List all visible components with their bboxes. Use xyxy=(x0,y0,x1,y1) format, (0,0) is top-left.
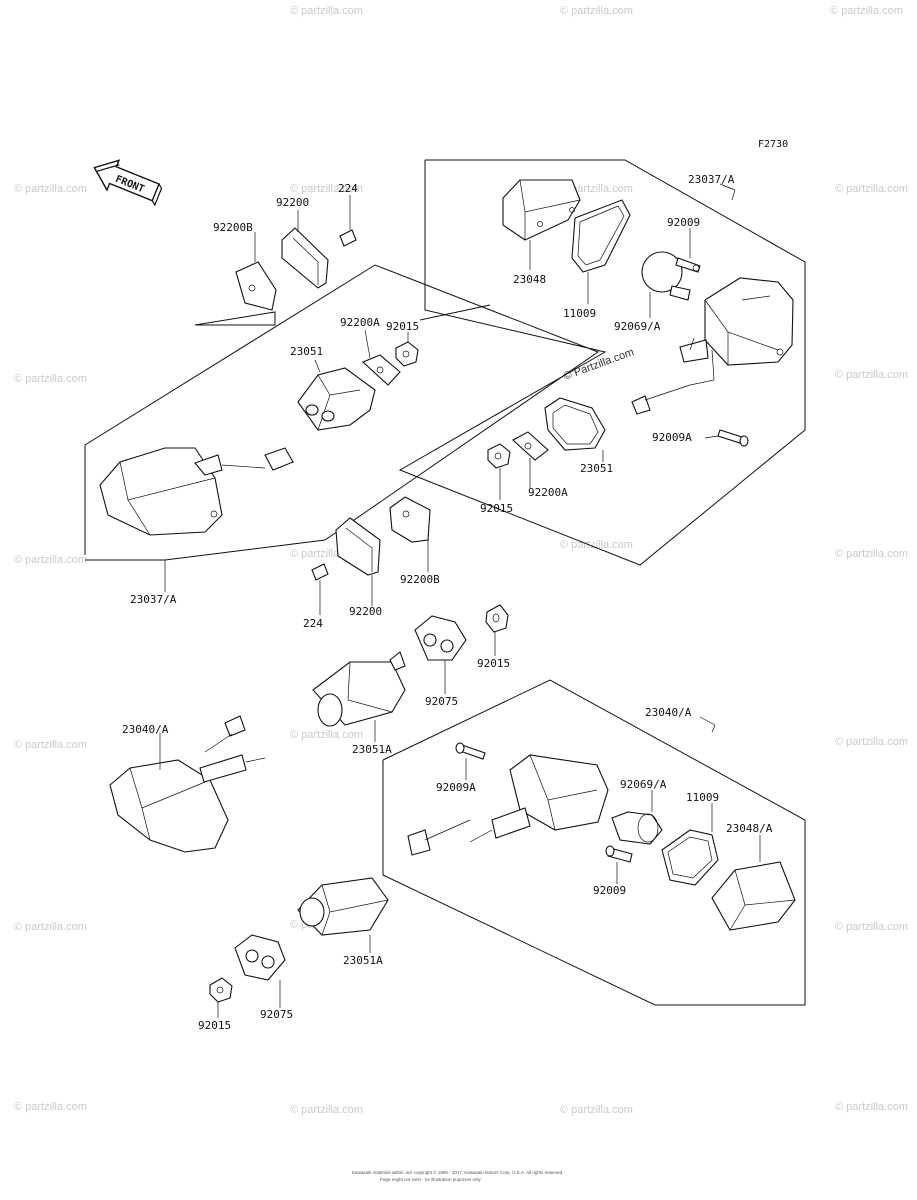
watermark: © partzilla.com xyxy=(835,921,908,933)
label-11009: 11009 xyxy=(563,307,596,320)
watermark: © partzilla.com xyxy=(14,921,87,933)
watermark: © partzilla.com xyxy=(835,548,908,560)
watermark: © partzilla.com xyxy=(560,539,633,551)
label-92009: 92009 xyxy=(667,216,700,229)
plate-92200A-left xyxy=(361,354,401,386)
label-92069A: 92069/A xyxy=(620,778,667,791)
watermark: © partzilla.com xyxy=(830,5,903,17)
watermark: © partzilla.com xyxy=(835,369,908,381)
watermark: © partzilla.com xyxy=(14,1101,87,1113)
screw-92009-lower xyxy=(605,845,633,863)
label-23037A: 23037/A xyxy=(130,593,177,606)
bracket-92200B-mid xyxy=(389,496,431,543)
watermark: © partzilla.com xyxy=(290,1104,363,1116)
plate-92200A-right xyxy=(512,431,549,461)
label-23048: 23048 xyxy=(513,273,546,286)
copyright-footer: Kawasaki materials within, are copyright… xyxy=(352,1169,563,1175)
label-92009: 92009 xyxy=(593,884,626,897)
bracket-92200-top xyxy=(281,227,329,289)
lamp-housing-23040A-left xyxy=(109,715,266,853)
watermark: © partzilla.com xyxy=(835,1101,908,1113)
copyright-footer-line2: Page might not exist - for illustration … xyxy=(380,1177,482,1182)
watermark: © partzilla.com xyxy=(560,5,633,17)
label-92069A: 92069/A xyxy=(614,320,661,333)
label-92009A: 92009A xyxy=(436,781,476,794)
watermark: © partzilla.com xyxy=(560,183,633,195)
screw-92009A-lower xyxy=(455,742,486,760)
label-23051A: 23051A xyxy=(352,743,392,756)
watermark: © partzilla.com xyxy=(290,729,363,741)
bracket-92200B-top xyxy=(235,261,277,311)
grommet-92075-mid xyxy=(414,615,467,661)
label-92200: 92200 xyxy=(276,196,309,209)
watermark: © partzilla.com xyxy=(560,1104,633,1116)
grommet-23051-right xyxy=(544,397,606,451)
label-23051A: 23051A xyxy=(343,954,383,967)
label-23040A: 23040/A xyxy=(645,706,692,719)
grommet-92075-bottom xyxy=(234,934,286,981)
watermark: © partzilla.com xyxy=(14,554,87,566)
bulb-92069A-top xyxy=(641,251,691,301)
figure-code: F2730 xyxy=(758,139,788,150)
screw-224-top xyxy=(339,229,357,247)
label-23040A: 23040/A xyxy=(122,723,169,736)
watermark: © partzilla.com xyxy=(835,183,908,195)
label-92009A: 92009A xyxy=(652,431,692,444)
label-11009: 11009 xyxy=(686,791,719,804)
part-labels: 23037/A 92009 23048 11009 92069/A 92009A… xyxy=(122,173,773,1032)
label-92200A: 92200A xyxy=(528,486,568,499)
watermark: © partzilla.com xyxy=(835,736,908,748)
label-92075: 92075 xyxy=(425,695,458,708)
screw-92009A-right xyxy=(717,429,749,447)
label-224: 224 xyxy=(303,617,323,630)
grommet-23051A-lower xyxy=(297,877,389,936)
bulb-92069A-lower xyxy=(611,811,663,845)
watermark-diagram: © Partzilla.com xyxy=(562,346,636,383)
label-23051: 23051 xyxy=(580,462,613,475)
front-arrow-icon: FRONT xyxy=(93,159,163,207)
label-92015: 92015 xyxy=(386,320,419,333)
lamp-housing-23037-right xyxy=(631,277,794,415)
lamp-housing-23040A-right xyxy=(407,754,609,856)
nut-92015-bottom xyxy=(209,977,233,1003)
label-23051: 23051 xyxy=(290,345,323,358)
lamp-housing-23037-left xyxy=(99,447,294,536)
label-92015: 92015 xyxy=(480,502,513,515)
label-92075: 92075 xyxy=(260,1008,293,1021)
label-92015: 92015 xyxy=(198,1019,231,1032)
lens-23048 xyxy=(502,179,581,241)
nut-92015-right xyxy=(485,604,509,633)
screw-92009-top xyxy=(675,257,701,273)
label-23048A: 23048/A xyxy=(726,822,773,835)
label-92200B: 92200B xyxy=(213,221,253,234)
grommet-23051-left xyxy=(297,367,376,431)
leader-lines xyxy=(159,183,761,1018)
bracket-92200-mid xyxy=(335,517,381,576)
screw-224-mid xyxy=(311,563,329,581)
gasket-11009-top xyxy=(571,199,631,273)
watermark: © partzilla.com xyxy=(290,183,363,195)
label-92015: 92015 xyxy=(477,657,510,670)
label-224: 224 xyxy=(338,182,358,195)
label-92200: 92200 xyxy=(349,605,382,618)
label-92200B: 92200B xyxy=(400,573,440,586)
lens-23048A xyxy=(711,861,796,931)
label-23037A: 23037/A xyxy=(688,173,735,186)
watermark: © partzilla.com xyxy=(14,739,87,751)
watermark: © partzilla.com xyxy=(14,183,87,195)
grommet-23051A-mid xyxy=(312,651,406,727)
gasket-11009-lower xyxy=(661,829,719,886)
nut-92015-mid xyxy=(487,443,511,469)
label-92200A: 92200A xyxy=(340,316,380,329)
watermark: © partzilla.com xyxy=(290,5,363,17)
watermark: © partzilla.com xyxy=(14,373,87,385)
nut-92015-upper xyxy=(395,341,419,367)
